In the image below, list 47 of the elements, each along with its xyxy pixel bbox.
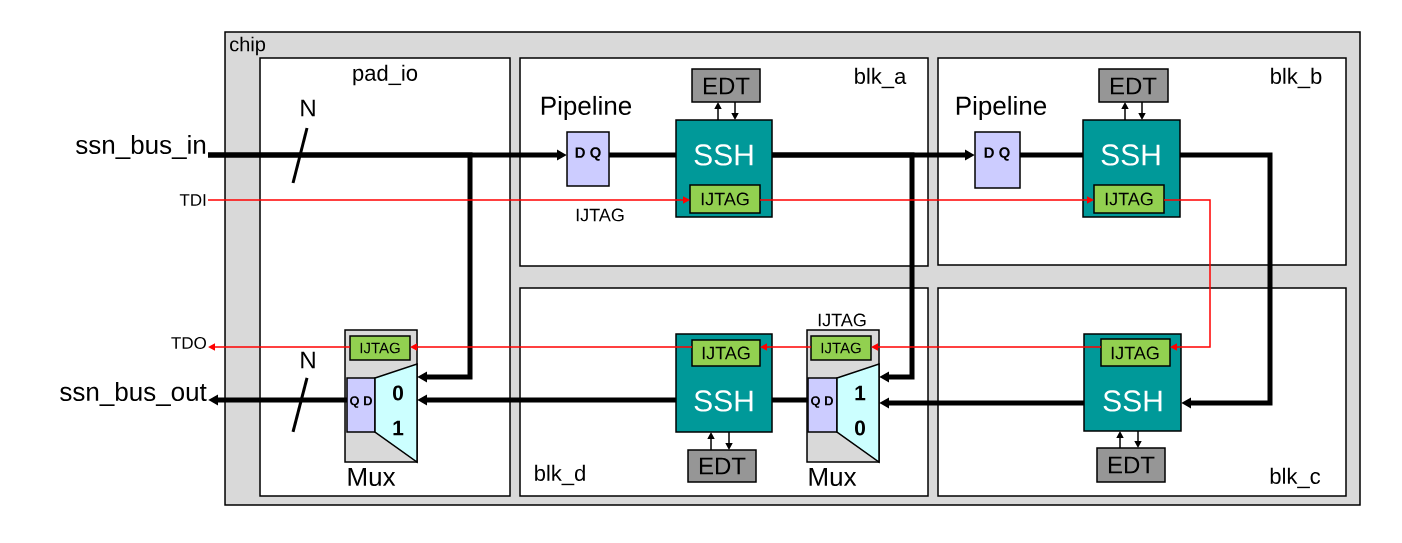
bus-width-label: N: [301, 99, 315, 117]
node-label: Mux: [348, 467, 396, 487]
signal-label: TDO: [171, 336, 206, 349]
ijtag-box: IJTAG: [689, 184, 761, 214]
ijtag-box: IJTAG: [1100, 338, 1171, 367]
node-label: Pipeline: [956, 95, 1047, 121]
ijtag-box: IJTAG: [810, 335, 872, 361]
connector: [772, 397, 808, 403]
edt-box: EDT: [1096, 447, 1166, 483]
arrow: [714, 102, 722, 121]
ijtag-box: IJTAG: [691, 339, 761, 367]
arrow: [208, 343, 351, 351]
node-label: Pipeline: [541, 95, 632, 121]
arrow: [208, 152, 473, 383]
connector: [1020, 152, 1083, 158]
signal-label: TDI: [179, 194, 206, 206]
arrow: [731, 101, 739, 120]
edt-box: EDT: [687, 449, 757, 483]
flip-flop: Q D: [346, 377, 376, 433]
ijtag-label: IJTAG: [818, 313, 866, 327]
connector: [609, 152, 676, 158]
arrow: [1116, 431, 1124, 449]
flip-flop: Pipeline D Q: [541, 95, 632, 187]
arrow: [1121, 102, 1129, 121]
arrow: [1138, 101, 1146, 120]
arrow: [707, 432, 715, 451]
arrow: [725, 431, 733, 450]
ijtag-box: IJTAG: [349, 335, 411, 361]
flip-flop: Pipeline D Q: [956, 95, 1047, 189]
arrow: [410, 343, 693, 351]
arrow: [871, 343, 1102, 351]
flip-flop: Q D: [807, 377, 838, 433]
ijtag-label: IJTAG: [576, 208, 624, 222]
arrow: [760, 343, 812, 351]
edt-box: EDT: [1098, 68, 1169, 103]
arrow: [207, 196, 690, 204]
ijtag-box: IJTAG: [1093, 184, 1165, 214]
node-label: Mux: [809, 467, 857, 487]
bus-label: ssn_bus_out: [60, 382, 207, 406]
arrow: [1163, 199, 1211, 351]
arrow: [1134, 430, 1142, 448]
arrow: [772, 152, 915, 383]
bus-width-label: N: [301, 351, 315, 369]
edt-box: EDT: [691, 68, 761, 103]
bus-label: ssn_bus_in: [76, 135, 206, 159]
arrow: [1180, 152, 1273, 409]
arrow: [759, 196, 1094, 204]
